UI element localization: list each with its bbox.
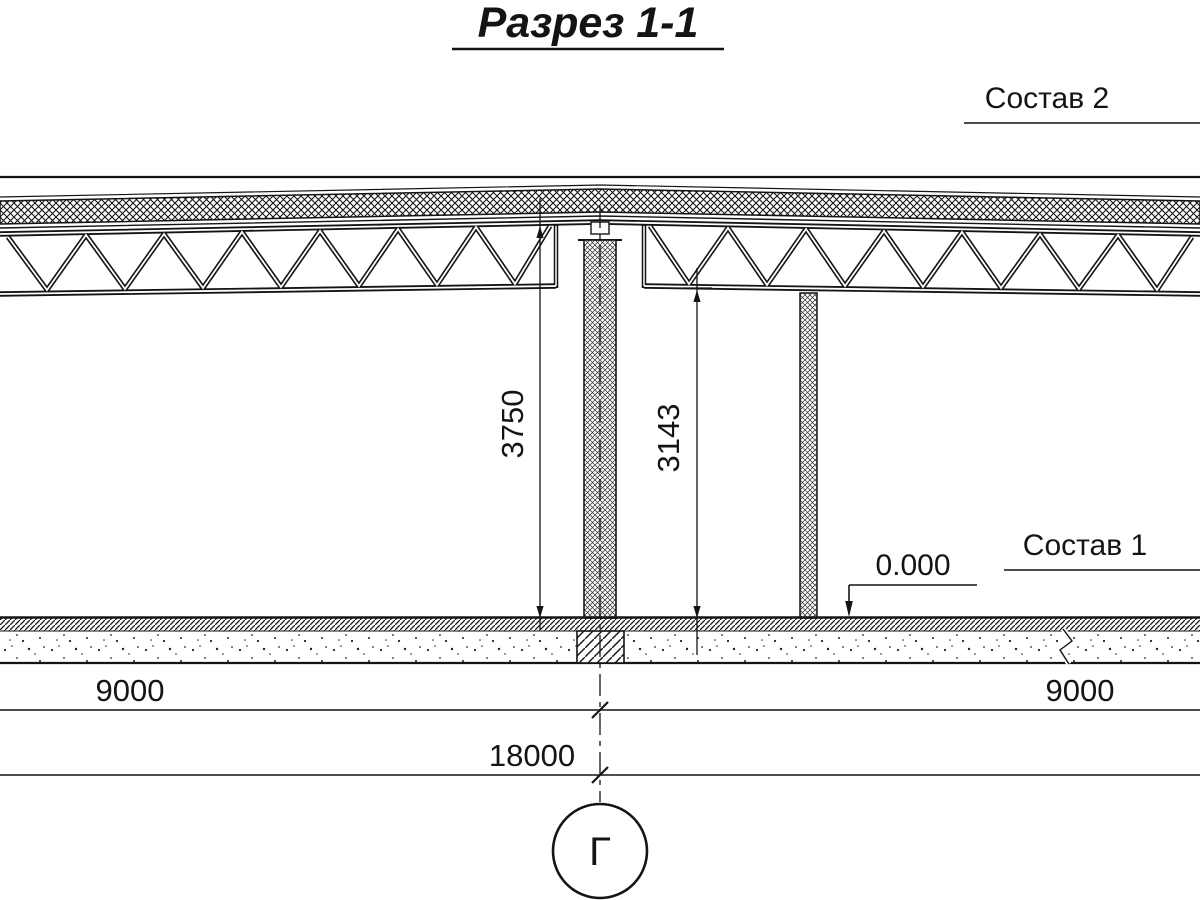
dim-height-total: 3750 [495,198,544,630]
axis-circle [551,802,649,900]
dim-bays-tick-center [591,701,609,719]
dim-3143-arrow-down [693,606,701,618]
dim-height-clear: 3143 [651,268,712,655]
dim-3750-arrow-down [536,606,544,618]
right-column-body [799,292,818,619]
dim-bays: 9000 9000 [0,673,1200,719]
slab-break-mark [1059,628,1073,665]
drawing-title: Разрез 1-1 [478,0,699,47]
dim-3750-text: 3750 [495,390,530,459]
dim-total-text: 18000 [489,738,575,773]
truss-web-right-core [649,225,1193,292]
elevation-arrow-icon [845,601,853,617]
axis-bubble: Г [551,802,649,900]
axis-letter: Г [589,830,611,874]
truss-web-left [5,222,553,295]
dim-3750-arrow-up [536,226,544,238]
dim-bay-right-text: 9000 [1046,673,1115,708]
truss-bottom-chord-right-core [643,285,1200,295]
truss-web-right [647,223,1195,295]
dim-bay-left-text: 9000 [96,673,165,708]
dim-total-span: 18000 [0,738,1200,784]
right-column [799,292,818,619]
dim-3143-arrow-up [693,290,701,302]
elevation-value: 0.000 [875,549,950,582]
truss-bottom-chord-left-core [0,285,557,295]
callout-floor-label: Состав 1 [1023,529,1147,562]
roof-membrane-line [0,184,1200,198]
drawing-title-block: Разрез 1-1 [452,0,724,51]
dim-3143-text: 3143 [651,404,686,473]
callout-roof-label: Состав 2 [985,82,1109,115]
callout-floor-composition: Состав 1 [1004,529,1200,571]
callout-roof-composition: Состав 2 [964,82,1200,124]
truss-web-left-core [7,225,551,292]
dim-total-tick-center [591,766,609,784]
elevation-mark: 0.000 [845,549,977,617]
